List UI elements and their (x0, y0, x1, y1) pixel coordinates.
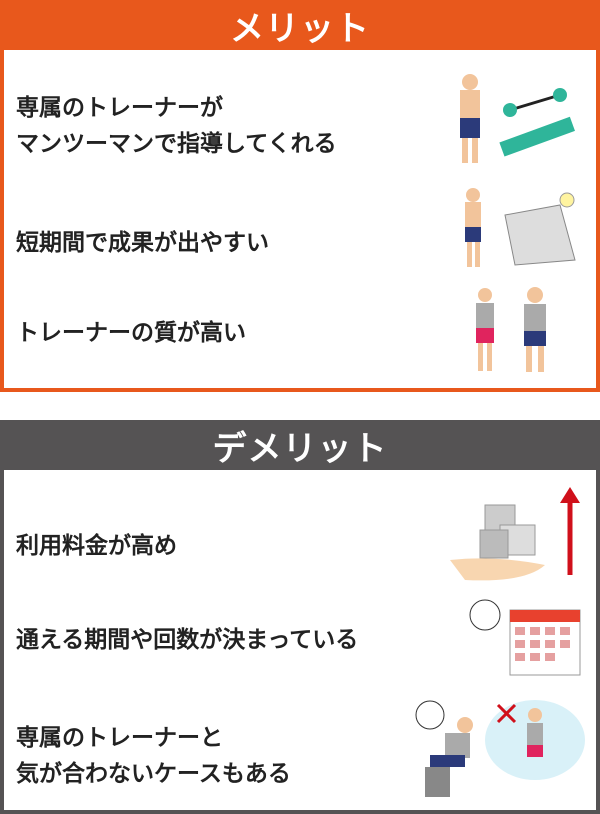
demerit-item-price: 利用料金が高め (16, 533, 177, 559)
merit-item-trainer: 専属のトレーナーが マンツーマンで指導してくれる (16, 90, 337, 162)
trainer-coaching-illustration (460, 74, 575, 163)
merit-item-line: マンツーマンで指導してくれる (16, 131, 337, 157)
merit-item-results: 短期間で成果が出やすい (16, 230, 269, 256)
demerit-header: デメリット (0, 420, 600, 470)
demerit-item-line: 専属のトレーナーと (16, 725, 223, 751)
merit-item-quality: トレーナーの質が高い (16, 320, 246, 346)
demerit-item-compatibility: 専属のトレーナーと 気が合わないケースもある (16, 720, 291, 792)
merit-section: メリット (0, 0, 600, 392)
demerit-item-line: 気が合わないケースもある (16, 761, 291, 787)
trainers-illustration (476, 287, 546, 372)
calendar-illustration (469, 599, 581, 676)
demerit-section: デメリット (0, 420, 600, 814)
merit-header: メリット (0, 0, 600, 50)
merit-item-line: 専属のトレーナーが (16, 95, 223, 121)
money-hand-illustration (450, 487, 580, 581)
demerit-item-schedule: 通える期間や回数が決まっている (16, 627, 359, 653)
results-calendar-illustration (465, 188, 576, 267)
mismatch-illustration (415, 700, 585, 797)
